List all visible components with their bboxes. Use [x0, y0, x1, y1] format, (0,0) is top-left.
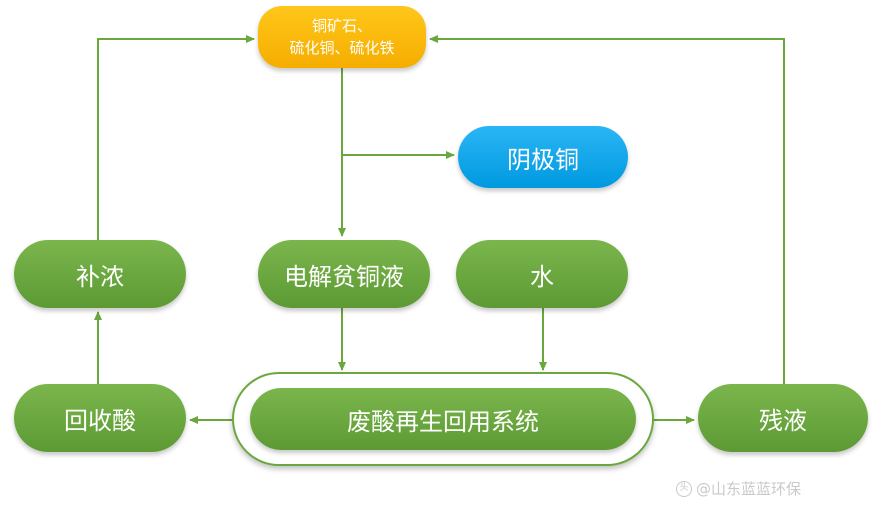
ore-node-line2: 硫化铜、硫化铁: [289, 39, 395, 57]
cathode-copper-node: 阴极铜: [458, 126, 628, 188]
recovered-acid-node: 回收酸: [14, 384, 186, 452]
residual-node: 残液: [698, 384, 868, 452]
watermark-text: @山东蓝蓝环保: [696, 480, 802, 498]
electrolysis-lean-label: 电解贫铜液: [284, 262, 404, 291]
watermark: 头 @山东蓝蓝环保: [676, 478, 801, 499]
watermark-logo-icon: 头: [676, 480, 692, 497]
cathode-copper-label: 阴极铜: [507, 145, 579, 174]
ore-node: 铜矿石、 硫化铜、硫化铁: [258, 6, 426, 68]
buchong-label: 补浓: [76, 262, 124, 291]
system-node: 废酸再生回用系统: [250, 388, 636, 450]
residual-label: 残液: [759, 406, 807, 435]
recovered-acid-label: 回收酸: [64, 406, 136, 435]
buchong-node: 补浓: [14, 240, 186, 308]
ore-node-line1: 铜矿石、: [311, 17, 372, 35]
arrow-residual-to-ore: [429, 35, 785, 384]
electrolysis-lean-node: 电解贫铜液: [258, 240, 430, 308]
system-label: 废酸再生回用系统: [347, 407, 539, 436]
water-node: 水: [456, 240, 628, 308]
arrow-buchong-to-ore: [97, 35, 255, 240]
water-label: 水: [530, 262, 554, 291]
